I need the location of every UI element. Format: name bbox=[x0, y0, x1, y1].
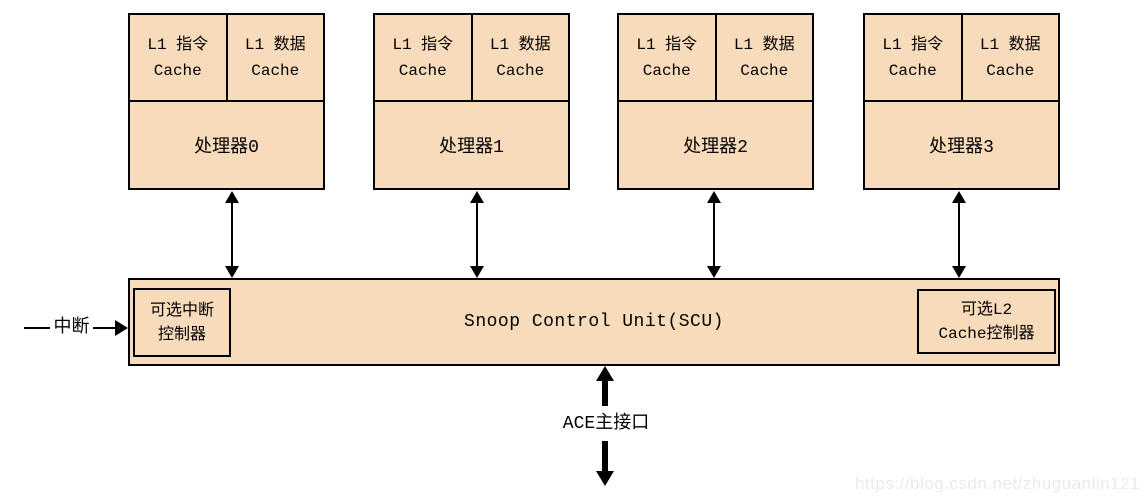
interrupt-controller-line2: 控制器 bbox=[157, 325, 206, 344]
interrupt-controller-line1: 可选中断 bbox=[149, 301, 214, 320]
l1-data-cache-box: L1 数据 Cache bbox=[228, 15, 324, 100]
arrowhead-up-icon bbox=[470, 191, 484, 203]
arrow-shaft bbox=[713, 201, 715, 268]
interrupt-arrow: 中断 bbox=[24, 312, 128, 344]
arrow-shaft bbox=[602, 441, 608, 472]
l1-instruction-cache-word: Cache bbox=[153, 61, 202, 80]
arrow-shaft bbox=[231, 201, 233, 268]
arrowhead-up-icon bbox=[952, 191, 966, 203]
processor-0-block: L1 指令 Cache L1 数据 Cache 处理器0 bbox=[128, 13, 325, 190]
l1-instruction-label: L1 指令 bbox=[392, 35, 454, 54]
processor-1-block: L1 指令 Cache L1 数据 Cache 处理器1 bbox=[373, 13, 570, 190]
l1-data-label: L1 数据 bbox=[979, 35, 1041, 54]
arrowhead-down-icon bbox=[225, 266, 239, 278]
l1-instruction-cache-box: L1 指令 Cache bbox=[865, 15, 963, 100]
processor-2-block: L1 指令 Cache L1 数据 Cache 处理器2 bbox=[617, 13, 814, 190]
l1-data-label: L1 数据 bbox=[733, 35, 795, 54]
arrowhead-up-icon bbox=[225, 191, 239, 203]
ace-arrow-up bbox=[596, 366, 614, 406]
l1-data-label: L1 数据 bbox=[244, 35, 306, 54]
l1-instruction-cache-box: L1 指令 Cache bbox=[619, 15, 717, 100]
arrow-processor2-scu bbox=[707, 191, 721, 278]
interrupt-label: 中断 bbox=[53, 318, 90, 338]
arrowhead-down-icon bbox=[707, 266, 721, 278]
scu-label: Snoop Control Unit(SCU) bbox=[464, 312, 724, 332]
ace-arrow-down bbox=[596, 441, 614, 486]
l1-instruction-label: L1 指令 bbox=[882, 35, 944, 54]
l1-data-cache-box: L1 数据 Cache bbox=[963, 15, 1059, 100]
arrowhead-down-icon bbox=[596, 471, 614, 486]
arrowhead-up-icon bbox=[707, 191, 721, 203]
interrupt-line-left bbox=[24, 327, 50, 329]
arrowhead-up-icon bbox=[596, 366, 614, 381]
l1-instruction-cache-word: Cache bbox=[398, 61, 447, 80]
processor-2-label: 处理器2 bbox=[683, 138, 748, 158]
processor-3-block: L1 指令 Cache L1 数据 Cache 处理器3 bbox=[863, 13, 1060, 190]
optional-l2-cache-controller-box: 可选L2 Cache控制器 bbox=[917, 289, 1056, 354]
l1-data-cache-word: Cache bbox=[740, 61, 789, 80]
l1-data-cache-box: L1 数据 Cache bbox=[473, 15, 569, 100]
arrow-shaft bbox=[476, 201, 478, 268]
l1-instruction-cache-box: L1 指令 Cache bbox=[130, 15, 228, 100]
l1-instruction-cache-box: L1 指令 Cache bbox=[375, 15, 473, 100]
processor-3-cache-row: L1 指令 Cache L1 数据 Cache bbox=[865, 15, 1058, 102]
l1-instruction-cache-word: Cache bbox=[888, 61, 937, 80]
l2-controller-line1: 可选L2 bbox=[960, 300, 1013, 319]
processor-1-cache-row: L1 指令 Cache L1 数据 Cache bbox=[375, 15, 568, 102]
l1-instruction-cache-word: Cache bbox=[642, 61, 691, 80]
l1-data-cache-box: L1 数据 Cache bbox=[717, 15, 813, 100]
l1-data-cache-word: Cache bbox=[251, 61, 300, 80]
processor-1-label: 处理器1 bbox=[439, 138, 504, 158]
optional-interrupt-controller-box: 可选中断 控制器 bbox=[133, 288, 231, 357]
arrow-processor0-scu bbox=[225, 191, 239, 278]
l1-data-cache-word: Cache bbox=[496, 61, 545, 80]
arrowhead-down-icon bbox=[470, 266, 484, 278]
processor-3-label: 处理器3 bbox=[929, 138, 994, 158]
arrowhead-right-icon bbox=[115, 320, 128, 336]
arrow-processor3-scu bbox=[952, 191, 966, 278]
arrow-shaft bbox=[602, 379, 608, 406]
l1-instruction-label: L1 指令 bbox=[147, 35, 209, 54]
arrow-processor1-scu bbox=[470, 191, 484, 278]
arrow-shaft bbox=[958, 201, 960, 268]
l1-data-label: L1 数据 bbox=[489, 35, 551, 54]
arrowhead-down-icon bbox=[952, 266, 966, 278]
l1-instruction-label: L1 指令 bbox=[636, 35, 698, 54]
processor-0-label: 处理器0 bbox=[194, 138, 259, 158]
processor-2-cache-row: L1 指令 Cache L1 数据 Cache bbox=[619, 15, 812, 102]
snoop-control-unit-bar: Snoop Control Unit(SCU) 可选中断 控制器 可选L2 Ca… bbox=[128, 278, 1060, 366]
watermark: https://blog.csdn.net/zhuguanlin121 bbox=[855, 474, 1140, 493]
l2-controller-line2: Cache控制器 bbox=[938, 324, 1035, 343]
processor-0-cache-row: L1 指令 Cache L1 数据 Cache bbox=[130, 15, 323, 102]
l1-data-cache-word: Cache bbox=[986, 61, 1035, 80]
ace-master-interface-label: ACE主接口 bbox=[562, 414, 650, 434]
interrupt-line-right bbox=[93, 327, 116, 329]
